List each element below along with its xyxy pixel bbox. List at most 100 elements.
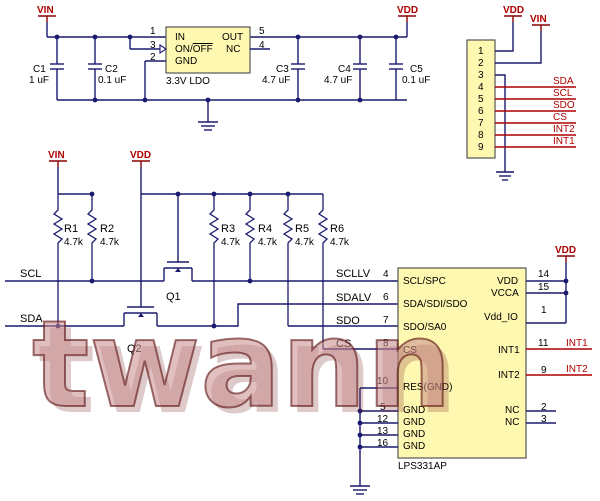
svg-text:INT2: INT2 (498, 370, 520, 381)
svg-text:twann: twann (32, 296, 452, 435)
svg-text:VDD: VDD (497, 276, 518, 287)
svg-text:9: 9 (478, 142, 484, 153)
net-sda-left: SDA (20, 313, 43, 325)
svg-text:1: 1 (541, 305, 547, 316)
svg-text:8: 8 (383, 338, 389, 349)
net-sdo: SDO (336, 315, 360, 327)
svg-text:GND: GND (403, 417, 425, 428)
capacitor-c3: C3 4.7 uF (262, 37, 305, 100)
r2-val: 4.7k (100, 237, 120, 248)
ldo-pin-in: IN (175, 32, 185, 43)
svg-text:3: 3 (478, 70, 484, 81)
r6-val: 4.7k (330, 237, 350, 248)
net-scl-left: SCL (20, 268, 41, 280)
vdd-label-mid: VDD (130, 150, 151, 161)
level-shifter-section: VIN VDD R1 4.7k R2 4.7k R3 4.7k R4 4.7k … (5, 150, 398, 355)
svg-text:11: 11 (538, 338, 549, 349)
net-scllv: SCLLV (336, 268, 371, 280)
vin-label-top: VIN (37, 5, 54, 16)
svg-text:CS: CS (403, 345, 417, 356)
svg-text:C2: C2 (105, 64, 118, 75)
net-sdalv: SDALV (336, 292, 372, 304)
r4-ref: R4 (258, 223, 272, 235)
header-net-int2: INT2 (553, 124, 575, 135)
svg-text:14: 14 (538, 269, 550, 280)
svg-text:4: 4 (259, 40, 265, 51)
svg-text:3: 3 (150, 40, 156, 51)
svg-text:2: 2 (541, 402, 547, 413)
net-int1-right: INT1 (566, 338, 588, 349)
svg-text:0.1 uF: 0.1 uF (98, 75, 126, 86)
svg-text:4.7 uF: 4.7 uF (324, 75, 352, 86)
vin-label-mid: VIN (48, 150, 65, 161)
header-net-cs: CS (553, 112, 567, 123)
svg-text:SDA/SDI/SDO: SDA/SDI/SDO (403, 299, 468, 310)
sensor-lps331ap: SCL/SPC SDA/SDI/SDO SDO/SA0 CS RES(GND) … (350, 245, 592, 495)
ldo-pin-out: OUT (222, 32, 243, 43)
svg-text:GND: GND (403, 405, 425, 416)
svg-text:1: 1 (478, 46, 484, 57)
header-net-scl: SCL (553, 88, 573, 99)
sensor-name: LPS331AP (398, 461, 447, 472)
svg-text:2: 2 (150, 52, 156, 63)
svg-text:2: 2 (478, 58, 484, 69)
r3-ref: R3 (221, 223, 235, 235)
svg-text:5: 5 (259, 26, 265, 37)
svg-text:C4: C4 (338, 64, 351, 75)
svg-text:1: 1 (150, 26, 156, 37)
sensor-body (397, 267, 527, 459)
svg-text:SCL/SPC: SCL/SPC (403, 276, 446, 287)
svg-text:0.1 uF: 0.1 uF (402, 75, 430, 86)
svg-text:10: 10 (377, 376, 389, 387)
svg-text:5: 5 (478, 94, 484, 105)
header-vdd-label: VDD (503, 5, 524, 16)
svg-text:7: 7 (478, 118, 484, 129)
ldo-title: 3.3V LDO (166, 76, 210, 87)
svg-text:4: 4 (383, 269, 389, 280)
svg-text:16: 16 (377, 438, 389, 449)
ldo-pin-nc: NC (226, 44, 240, 55)
header-vin-label: VIN (530, 14, 547, 25)
svg-text:13: 13 (377, 426, 389, 437)
svg-text:GND: GND (403, 441, 425, 452)
svg-text:INT1: INT1 (498, 345, 520, 356)
capacitor-c2: C2 0.1 uF (88, 37, 126, 100)
ldo-section: VIN VDD IN ON/OFF GND OUT NC 3.3V LDO 1 … (29, 5, 430, 131)
svg-text:1 uF: 1 uF (29, 75, 49, 86)
svg-text:8: 8 (478, 130, 484, 141)
svg-text:C5: C5 (410, 64, 423, 75)
header-connector: VDD VIN 1 2 3 4 5 6 7 8 9 SDA SCL SDO CS (466, 5, 576, 181)
svg-text:Q2: Q2 (127, 343, 142, 355)
header-net-sda: SDA (553, 76, 574, 87)
svg-text:5: 5 (380, 402, 386, 413)
svg-text:SDO/SA0: SDO/SA0 (403, 322, 447, 333)
r5-ref: R5 (295, 223, 309, 235)
ldo-pin-onoff: ON/OFF (175, 44, 213, 55)
transistor-q1: Q1 (163, 194, 193, 303)
svg-text:VCCA: VCCA (491, 288, 519, 299)
r2-ref: R2 (100, 223, 114, 235)
svg-text:RES(GND): RES(GND) (403, 382, 452, 393)
svg-text:4.7 uF: 4.7 uF (262, 75, 290, 86)
vdd-label-top: VDD (397, 5, 418, 16)
svg-text:9: 9 (541, 365, 547, 376)
header-body (466, 39, 496, 159)
svg-text:C1: C1 (33, 64, 46, 75)
ldo-chip (165, 26, 251, 74)
watermark: twann twann (31, 295, 458, 441)
net-cs: CS (336, 338, 351, 350)
r1-ref: R1 (64, 223, 78, 235)
svg-text:C3: C3 (276, 64, 289, 75)
svg-text:7: 7 (383, 315, 389, 326)
svg-text:3: 3 (541, 414, 547, 425)
svg-text:4: 4 (478, 82, 484, 93)
header-net-sdo: SDO (553, 100, 575, 111)
ldo-pin-gnd: GND (175, 56, 197, 67)
svg-text:NC: NC (505, 405, 519, 416)
capacitor-c4: C4 4.7 uF (324, 37, 367, 100)
svg-text:Q1: Q1 (166, 291, 181, 303)
capacitor-c1: C1 1 uF (29, 37, 64, 100)
r1-val: 4.7k (64, 237, 84, 248)
svg-text:12: 12 (377, 414, 389, 425)
